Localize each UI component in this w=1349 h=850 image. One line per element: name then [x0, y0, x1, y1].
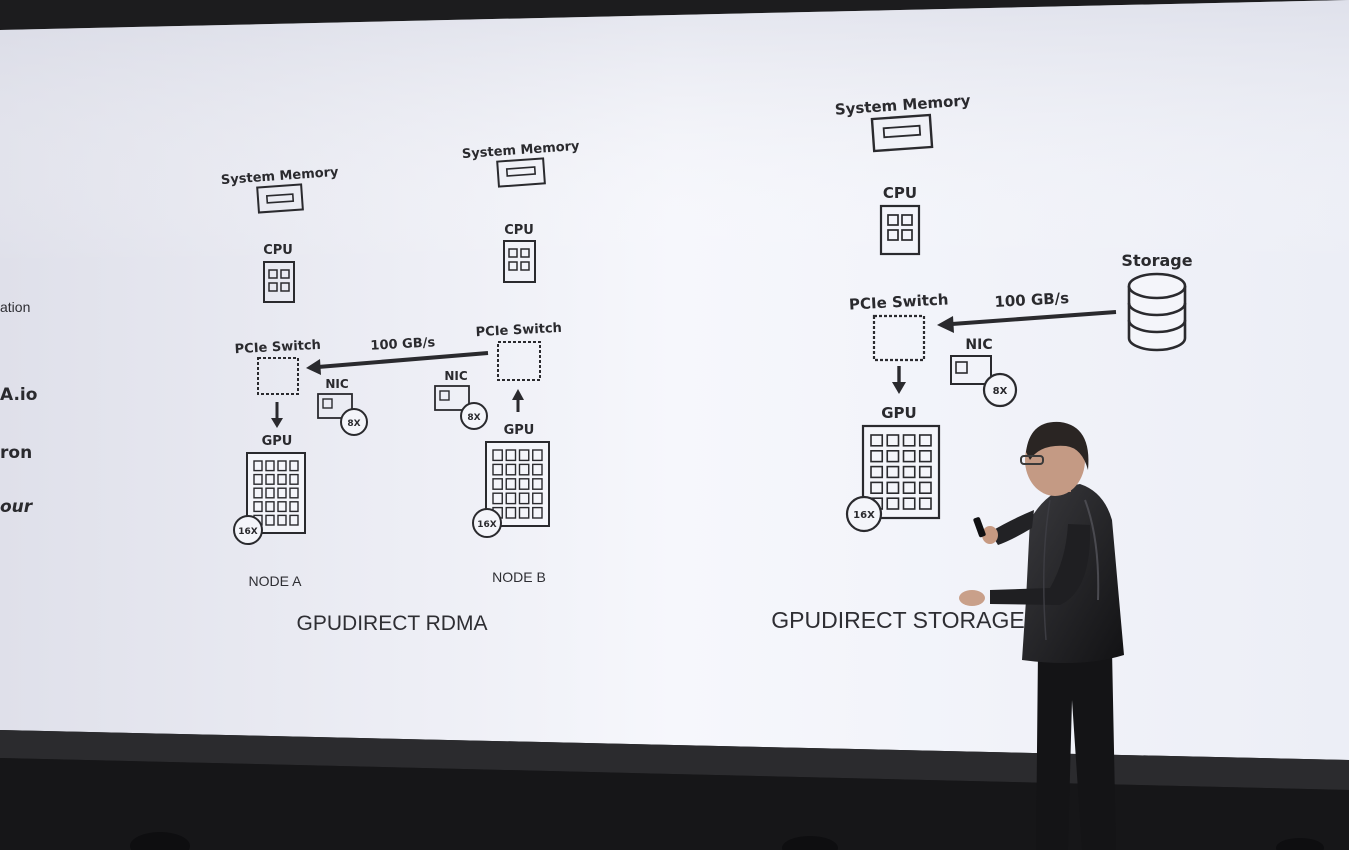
node-a-nic-multiplier-badge: 8X — [341, 409, 367, 435]
left-fragment-2: A.io — [0, 385, 37, 405]
storage-nic-multiplier-badge: 8X — [984, 374, 1016, 406]
rdma-title: GPUDIRECT RDMA — [297, 612, 488, 635]
node-a-gpu-label: GPU — [262, 434, 293, 449]
node-b-gpu-label: GPU — [504, 423, 535, 438]
storage-gpu-label: GPU — [881, 404, 917, 422]
svg-text:8X: 8X — [347, 419, 360, 429]
storage-gpu-multiplier-badge: 16X — [847, 497, 881, 531]
left-fragment-3: ron — [0, 443, 32, 463]
storage-cpu-label: CPU — [883, 184, 917, 202]
svg-text:8X: 8X — [993, 386, 1008, 397]
node-b-nic-multiplier-badge: 8X — [461, 403, 487, 429]
node-b-label: NODE B — [492, 569, 546, 585]
storage-database-icon — [1129, 274, 1185, 350]
node-b-gpu-multiplier-badge: 16X — [473, 509, 501, 537]
node-a-nic-label: NIC — [325, 377, 349, 391]
storage-nic-label: NIC — [965, 337, 992, 353]
storage-label: Storage — [1121, 251, 1192, 270]
node-b-nic-label: NIC — [444, 369, 468, 383]
svg-text:16X: 16X — [477, 520, 497, 530]
left-fragment-1: ation — [0, 299, 30, 315]
svg-text:16X: 16X — [238, 527, 258, 537]
node-a-label: NODE A — [249, 573, 303, 589]
left-fragment-4: our — [0, 497, 34, 517]
node-a-cpu-label: CPU — [263, 243, 293, 258]
storage-title: GPUDIRECT STORAGE — [771, 607, 1024, 633]
node-b-cpu-label: CPU — [504, 223, 534, 238]
presenter-hand-left — [959, 590, 985, 606]
svg-text:8X: 8X — [467, 413, 480, 423]
node-a-gpu-multiplier-badge: 16X — [234, 516, 262, 544]
svg-text:16X: 16X — [853, 510, 875, 521]
